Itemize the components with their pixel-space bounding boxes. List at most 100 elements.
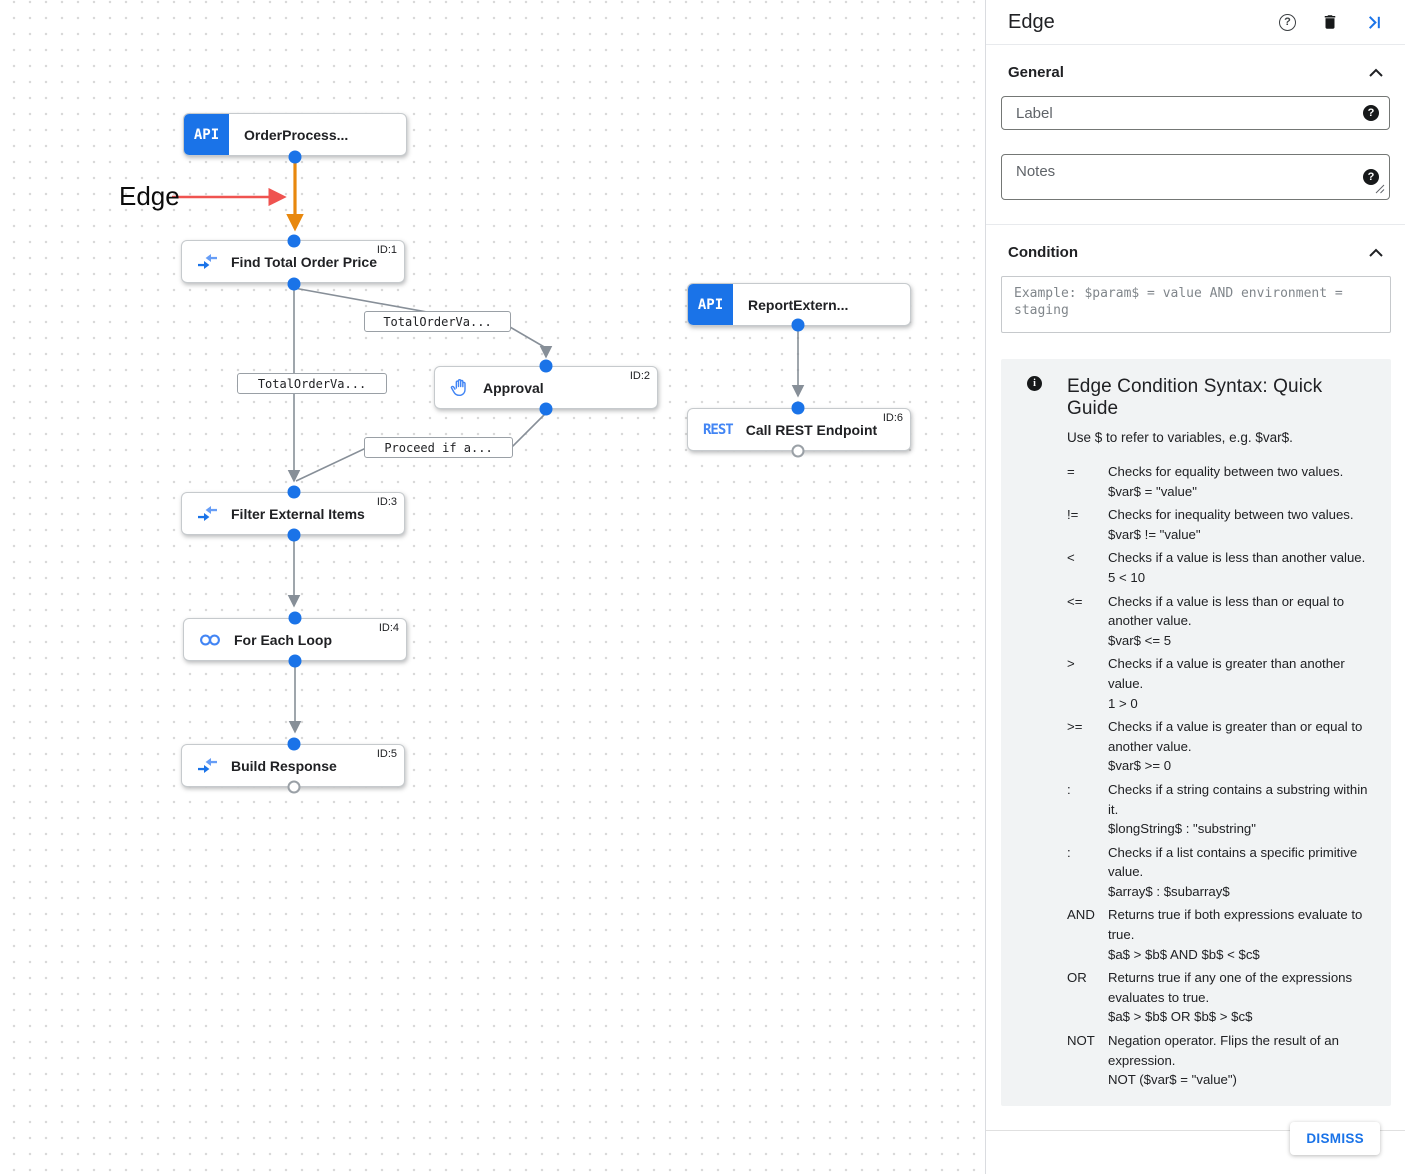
operator-description: Checks if a string contains a substring … (1108, 781, 1368, 817)
edge-properties-panel: Edge ? General ? (985, 0, 1405, 1174)
node-id-badge: ID:4 (378, 622, 399, 634)
operator-example: $longString$ : "substring" (1108, 821, 1256, 837)
data-mapping-icon (197, 757, 218, 774)
edge-findtotal-to-approval[interactable] (293, 287, 553, 359)
operator-description: Checks if a list contains a specific pri… (1108, 844, 1358, 880)
port-rest-in[interactable] (791, 401, 805, 415)
port-filter-in[interactable] (287, 485, 301, 499)
node-call-rest-endpoint[interactable]: REST Call REST Endpoint ID:6 (687, 408, 911, 451)
operator-example: $a$ > $b$ OR $b$ > $c$ (1108, 1009, 1253, 1025)
port-findtotal-in[interactable] (287, 234, 301, 248)
operator-example: $array$ : $subarray$ (1108, 883, 1230, 899)
edges-layer (172, 163, 805, 734)
port-foreach-in[interactable] (288, 611, 302, 625)
notes-help-icon[interactable]: ? (1363, 169, 1379, 185)
collapse-panel-button[interactable] (1364, 13, 1383, 32)
operator-example: $var$ != "value" (1108, 526, 1201, 542)
operator-description: Checks for inequality between two values… (1108, 507, 1354, 523)
edge-label-proceed-if[interactable]: Proceed if a... (364, 437, 513, 458)
general-section-header[interactable]: General (986, 45, 1405, 96)
operator: = (1067, 464, 1075, 479)
operator: NOT (1067, 1033, 1095, 1049)
port-findtotal-out[interactable] (287, 277, 301, 291)
collapse-right-icon (1368, 15, 1380, 29)
node-id-badge: ID:6 (882, 412, 903, 424)
dismiss-button[interactable]: DISMISS (1290, 1122, 1380, 1155)
label-help-icon[interactable]: ? (1363, 105, 1379, 121)
node-build-response[interactable]: Build Response ID:5 (181, 744, 405, 787)
node-label: For Each Loop (234, 631, 332, 648)
node-for-each-loop[interactable]: For Each Loop ID:4 (183, 618, 407, 661)
operator-description: Checks if a value is less than or equal … (1108, 593, 1345, 629)
port-build-in[interactable] (287, 737, 301, 751)
node-approval[interactable]: Approval ID:2 (434, 366, 658, 409)
node-label: Find Total Order Price (231, 253, 377, 270)
delete-edge-button[interactable] (1321, 13, 1339, 31)
api-trigger-icon: API (688, 284, 733, 325)
workflow-canvas[interactable]: API OrderProcess... Find Total Order Pri… (0, 0, 985, 1174)
general-heading: General (1008, 64, 1064, 81)
node-label: Build Response (231, 757, 337, 774)
operator-description: Checks if a value is greater than or equ… (1108, 719, 1363, 754)
resize-handle-icon[interactable] (1375, 184, 1385, 194)
operator: AND (1067, 907, 1095, 923)
node-label: OrderProcess... (244, 126, 349, 143)
trash-icon (1324, 15, 1336, 29)
guide-row-and: AND Returns true if both expressions eva… (1067, 905, 1375, 964)
operator: >= (1067, 719, 1083, 735)
info-icon: i (1027, 376, 1042, 391)
port-orderprocess-out[interactable] (288, 150, 302, 164)
edge-label-totalorder-approval[interactable]: TotalOrderVa... (364, 311, 511, 332)
port-approval-out[interactable] (539, 402, 553, 416)
condition-section-header[interactable]: Condition (986, 225, 1405, 276)
panel-footer: DISMISS (986, 1122, 1405, 1174)
node-id-badge: ID:2 (629, 370, 650, 382)
loop-icon (199, 632, 221, 648)
port-filter-out[interactable] (287, 528, 301, 542)
guide-subtitle: Use $ to refer to variables, e.g. $var$. (1067, 430, 1293, 445)
condition-input[interactable] (1001, 276, 1391, 333)
node-id-badge: ID:3 (376, 496, 397, 508)
guide-row-equals: = Checks for equality between two values… (1067, 462, 1375, 501)
edge-annotation-label: Edge (119, 181, 180, 211)
operator-description: Returns true if any one of the expressio… (1108, 970, 1353, 1005)
node-label: Filter External Items (231, 505, 365, 522)
panel-header: Edge ? (986, 0, 1405, 45)
node-id-badge: ID:1 (376, 244, 397, 256)
operator-example: 5 < 10 (1108, 569, 1146, 585)
help-icon: ? (1279, 13, 1296, 31)
data-mapping-icon (197, 253, 218, 270)
operator: : (1067, 844, 1071, 860)
operator: <= (1067, 593, 1083, 609)
port-report-out[interactable] (791, 318, 805, 332)
guide-title: Edge Condition Syntax: Quick Guide (1067, 376, 1323, 419)
condition-heading: Condition (1008, 244, 1078, 261)
label-input[interactable] (1001, 96, 1390, 130)
operator: : (1067, 781, 1071, 797)
operator-example: 1 > 0 (1108, 695, 1138, 711)
guide-row-or: OR Returns true if any one of the expres… (1067, 968, 1375, 1027)
approval-hand-icon (450, 378, 470, 398)
help-button[interactable]: ? (1279, 13, 1296, 31)
port-build-out[interactable] (287, 780, 301, 794)
operator-description: Checks if a value is less than another v… (1108, 550, 1366, 566)
port-foreach-out[interactable] (288, 654, 302, 668)
port-approval-in[interactable] (539, 359, 553, 373)
panel-title: Edge (1008, 10, 1055, 33)
operator-example: NOT ($var$ = "value") (1108, 1072, 1237, 1088)
operator: OR (1067, 970, 1087, 986)
node-order-process-trigger[interactable]: API OrderProcess... (183, 113, 407, 156)
edge-label-totalorder-filter[interactable]: TotalOrderVa... (237, 373, 387, 394)
node-label: Call REST Endpoint (745, 421, 878, 438)
data-mapping-icon (197, 505, 218, 522)
operator-description: Checks for equality between two values. (1108, 464, 1344, 479)
notes-input[interactable] (1001, 154, 1390, 200)
operator-description: Checks if a value is greater than anothe… (1108, 656, 1345, 691)
chevron-up-icon[interactable] (1369, 248, 1383, 257)
guide-row-less-than: < Checks if a value is less than another… (1067, 548, 1375, 587)
chevron-up-icon[interactable] (1369, 68, 1383, 77)
api-trigger-icon: API (184, 114, 229, 155)
port-rest-out[interactable] (791, 444, 805, 458)
condition-syntax-guide: i Edge Condition Syntax: Quick Guide Use… (1001, 359, 1391, 1106)
guide-row-not: NOT Negation operator. Flips the result … (1067, 1031, 1375, 1090)
